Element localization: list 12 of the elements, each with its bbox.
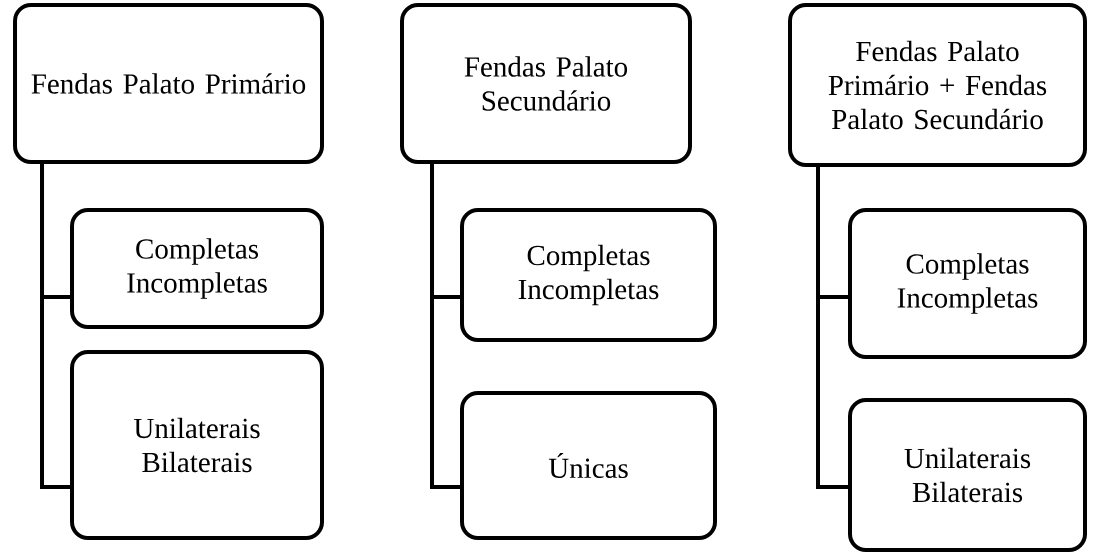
text-box: Unilaterais Bilaterais xyxy=(848,398,1087,552)
connector-line xyxy=(40,164,70,489)
text-box: Completas Incompletas xyxy=(70,208,324,329)
connector-line xyxy=(816,167,848,489)
connector-line xyxy=(430,164,460,489)
text-box: Unilaterais Bilaterais xyxy=(70,350,324,540)
text-box: Completas Incompletas xyxy=(848,208,1087,359)
text-box: Fendas Palato Secundário xyxy=(400,3,692,164)
text-box: Fendas Palato Primário xyxy=(13,3,324,164)
text-box: Únicas xyxy=(460,391,717,540)
text-box: Completas Incompletas xyxy=(460,208,717,342)
text-box: Fendas Palato Primário + Fendas Palato Secundário xyxy=(788,3,1087,167)
